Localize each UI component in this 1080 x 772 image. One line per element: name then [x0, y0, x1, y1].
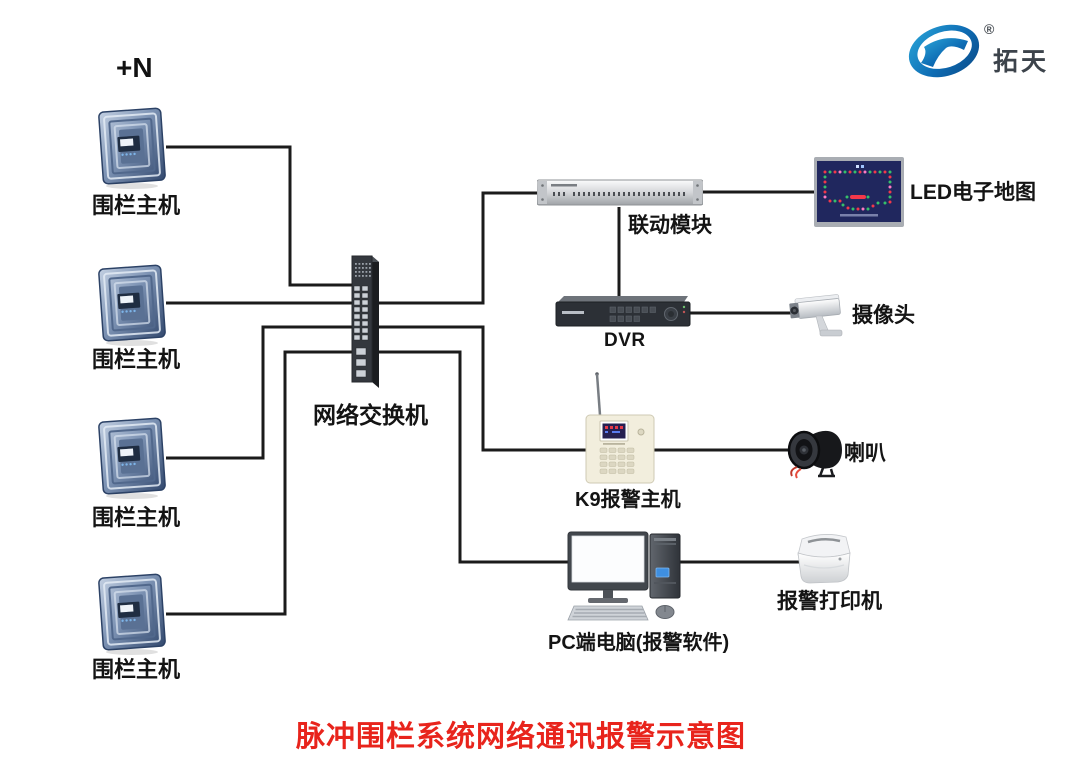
led-map-label: LED电子地图	[910, 181, 1036, 204]
brand-logo-icon	[908, 24, 980, 78]
fence-host-3-device	[98, 417, 166, 499]
fence-host-2-label: 围栏主机	[92, 347, 181, 372]
connector-fence-host-4-switch-pc	[166, 350, 572, 616]
brand-name: 拓天	[993, 48, 1050, 76]
dvr-device	[555, 296, 691, 327]
fence-host-1-label: 围栏主机	[92, 193, 181, 218]
speaker-device	[787, 430, 842, 479]
led-map-device	[814, 157, 904, 227]
network-switch-label: 网络交换机	[313, 402, 428, 428]
network-switch-device	[351, 255, 379, 388]
fence-host-1-device	[98, 107, 166, 189]
connector-fence-host-1-switch	[166, 145, 360, 287]
fence-host-4-label: 围栏主机	[92, 657, 181, 682]
registered-trademark-symbol: ®	[984, 21, 995, 37]
camera-label: 摄像头	[852, 304, 915, 327]
linkage-module-label: 联动模块	[628, 214, 712, 237]
fence-host-2-device	[98, 264, 166, 346]
k9-alarm-host-label: K9报警主机	[575, 489, 681, 511]
camera-device	[789, 294, 843, 337]
speaker-label: 喇叭	[844, 442, 886, 465]
printer-device	[797, 534, 851, 584]
fence-host-3-label: 围栏主机	[92, 505, 181, 530]
multiplier-note: +N	[116, 52, 153, 83]
fence-host-4-device	[98, 573, 166, 655]
linkage-module-device	[537, 179, 703, 206]
dvr-label: DVR	[604, 330, 646, 351]
connector-fence-host-2-switch-linkage	[166, 191, 540, 305]
diagram-title: 脉冲围栏系统网络通讯报警示意图	[296, 721, 747, 753]
pc-label: PC端电脑(报警软件)	[548, 632, 730, 654]
k9-alarm-host-device	[585, 372, 655, 484]
printer-label: 报警打印机	[777, 590, 882, 613]
pc-device	[567, 531, 681, 621]
